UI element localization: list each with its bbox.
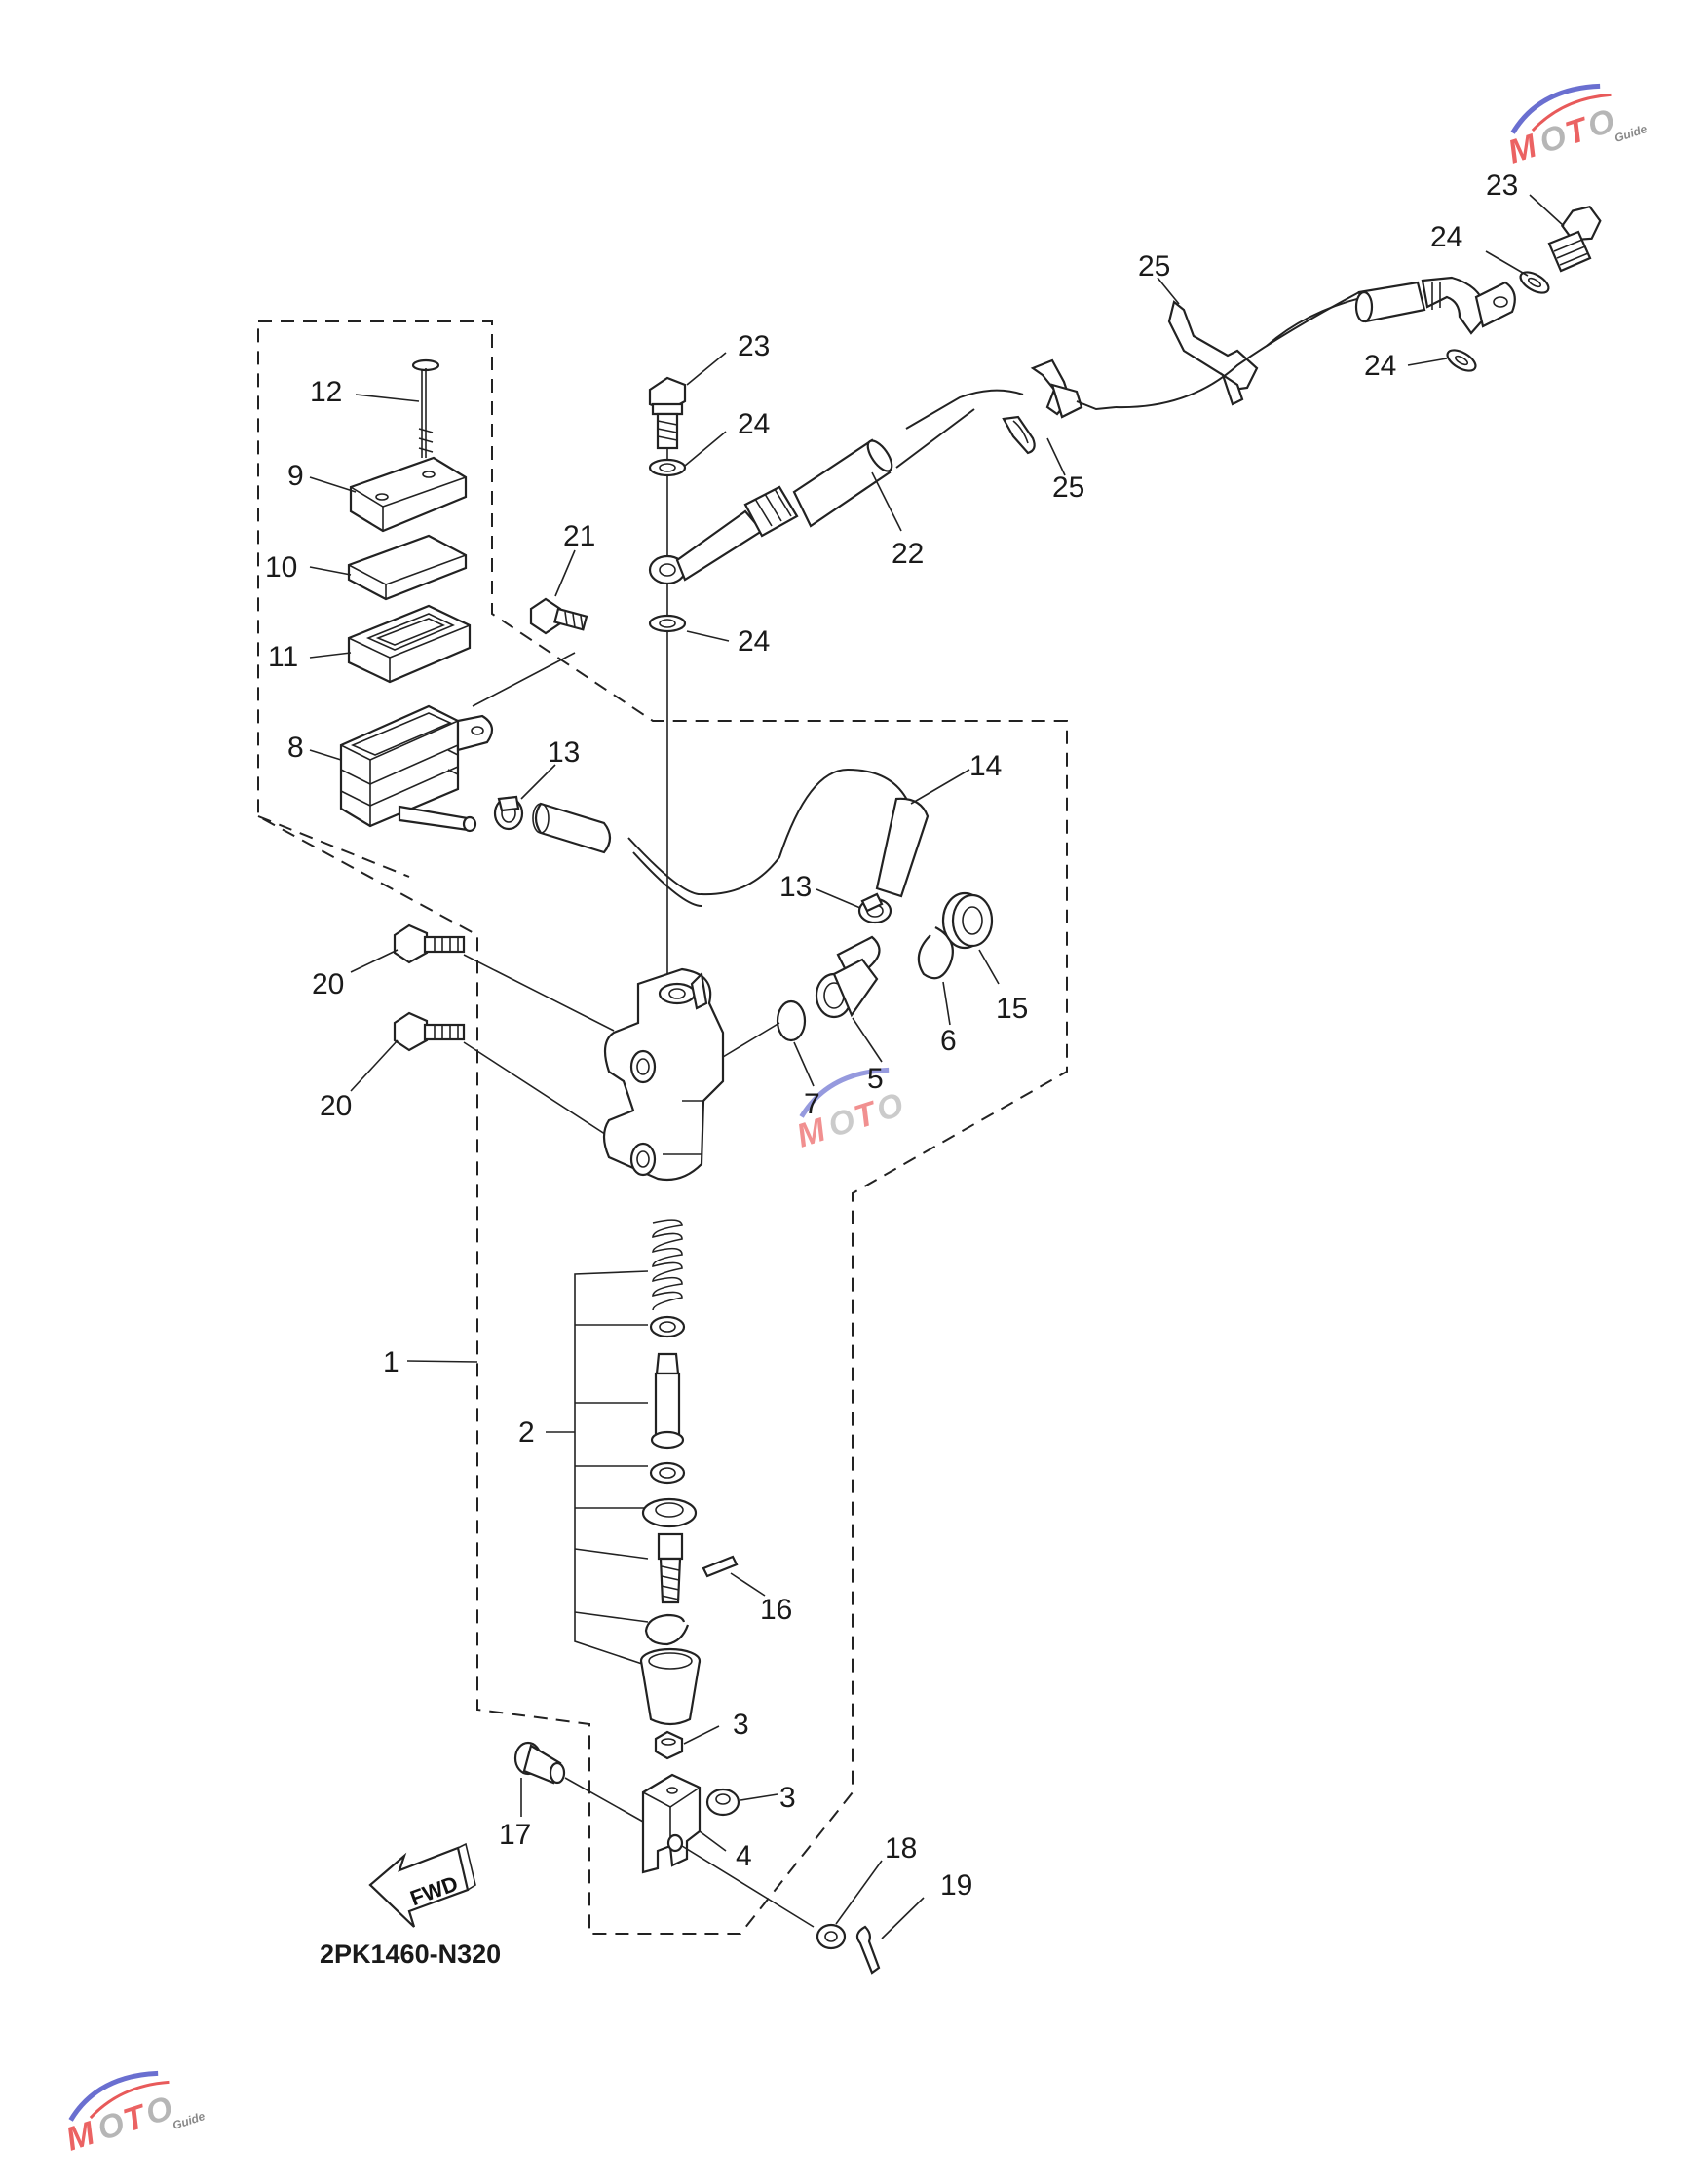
label-14: 14 — [969, 750, 1002, 782]
part-7-o-ring — [776, 999, 807, 1042]
label-17: 17 — [499, 1819, 531, 1851]
inner-boundary-divider — [257, 815, 410, 878]
part-2-dust-boot — [639, 1647, 702, 1726]
label-23-right: 23 — [1486, 169, 1518, 202]
part-24-washer-right-lower — [1446, 349, 1477, 372]
label-9: 9 — [287, 460, 304, 492]
label-24-lower: 24 — [738, 625, 770, 658]
part-2-secondary-cup — [649, 1461, 686, 1485]
part-2-kit-bracket — [546, 1270, 649, 1667]
label-24-right-upper: 24 — [1430, 221, 1462, 253]
part-3-nut-upper — [654, 1730, 684, 1760]
part-2-piston — [650, 1352, 685, 1450]
part-22-hose-end-fitting — [1354, 276, 1516, 335]
label-5: 5 — [867, 1063, 884, 1095]
part-5-hose-joint — [815, 935, 881, 1019]
label-25-lower: 25 — [1052, 471, 1084, 504]
part-19-cotter-pin — [855, 1925, 881, 1975]
part-25-hose-guide-lower — [1002, 358, 1083, 455]
part-21-bolt — [529, 597, 588, 635]
part-23-banjo-bolt — [648, 376, 687, 450]
label-25-upper: 25 — [1138, 250, 1170, 282]
svg-text:Guide: Guide — [171, 2109, 207, 2132]
part-22-brake-hose-line — [905, 389, 1024, 430]
part-20-bolt-lower — [393, 1011, 466, 1052]
label-19: 19 — [940, 1869, 972, 1902]
part-24-washer-right-upper — [1519, 271, 1550, 294]
part-23-banjo-bolt-right — [1547, 205, 1602, 273]
part-2-circlip — [644, 1613, 690, 1646]
part-15-grommet — [941, 891, 994, 950]
watermark-logo-bottom-left: M O T O Guide — [61, 2070, 207, 2159]
part-2-pushrod-washer — [641, 1497, 698, 1528]
label-10: 10 — [265, 551, 297, 584]
part-11-diaphragm — [347, 604, 472, 684]
svg-text:M: M — [1503, 128, 1541, 171]
svg-text:M: M — [61, 2115, 99, 2159]
label-16: 16 — [760, 1594, 792, 1626]
part-24-washer-lower — [648, 614, 687, 633]
part-2-cup-seal — [649, 1315, 686, 1338]
part-14-reservoir-hose — [627, 768, 913, 896]
part-12-screw — [411, 358, 440, 458]
label-3-upper: 3 — [733, 1709, 749, 1741]
part-16-pin — [702, 1555, 739, 1578]
label-21: 21 — [563, 520, 595, 552]
part-25-hose-guide-upper — [1167, 300, 1259, 406]
reservoir-hose-segment — [532, 802, 612, 854]
part-18-washer — [816, 1923, 847, 1950]
reservoir-kit-boundary — [257, 320, 1068, 1935]
label-20-lower: 20 — [320, 1090, 352, 1122]
label-6: 6 — [940, 1025, 957, 1057]
part-10-diaphragm-plate — [347, 534, 468, 601]
label-11: 11 — [268, 641, 298, 673]
label-13-upper: 13 — [548, 736, 580, 769]
part-17-clevis-pin — [513, 1741, 566, 1785]
hose-upper-run — [1115, 291, 1360, 409]
part-22-brake-hose-banjo — [648, 438, 893, 585]
label-20-upper: 20 — [312, 968, 344, 1000]
part-4-clevis — [641, 1773, 702, 1874]
label-13-lower: 13 — [779, 871, 812, 903]
label-4: 4 — [736, 1840, 752, 1872]
label-15: 15 — [996, 993, 1028, 1025]
label-24-upper: 24 — [738, 408, 770, 440]
diagram-code: 2PK1460-N320 — [320, 1939, 501, 1969]
label-12: 12 — [310, 376, 342, 408]
label-18: 18 — [885, 1832, 917, 1864]
part-20-bolt-upper — [393, 923, 466, 964]
master-cylinder-body — [602, 967, 725, 1182]
part-24-washer-upper — [648, 458, 687, 477]
watermark-logo-top-right: M O T O Guide — [1503, 83, 1649, 171]
part-8-reservoir — [339, 704, 494, 833]
part-9-reservoir-cap — [349, 456, 468, 533]
label-2: 2 — [518, 1416, 535, 1449]
label-7: 7 — [804, 1088, 820, 1120]
label-8: 8 — [287, 732, 304, 764]
part-13-hose-clamp-lower — [857, 892, 892, 924]
svg-text:Guide: Guide — [1613, 122, 1649, 145]
part-13-hose-clamp — [493, 795, 524, 831]
label-3-side: 3 — [779, 1782, 796, 1814]
part-2-spring — [652, 1219, 683, 1311]
label-24-right-lower: 24 — [1364, 350, 1396, 382]
label-23-left: 23 — [738, 330, 770, 362]
part-2-pushrod — [657, 1532, 684, 1604]
label-1: 1 — [383, 1346, 399, 1378]
fwd-arrow-icon: FWD — [368, 1842, 476, 1928]
part-1-leader — [406, 1360, 478, 1363]
part-3-nut-side — [705, 1788, 740, 1817]
label-22: 22 — [892, 538, 924, 570]
